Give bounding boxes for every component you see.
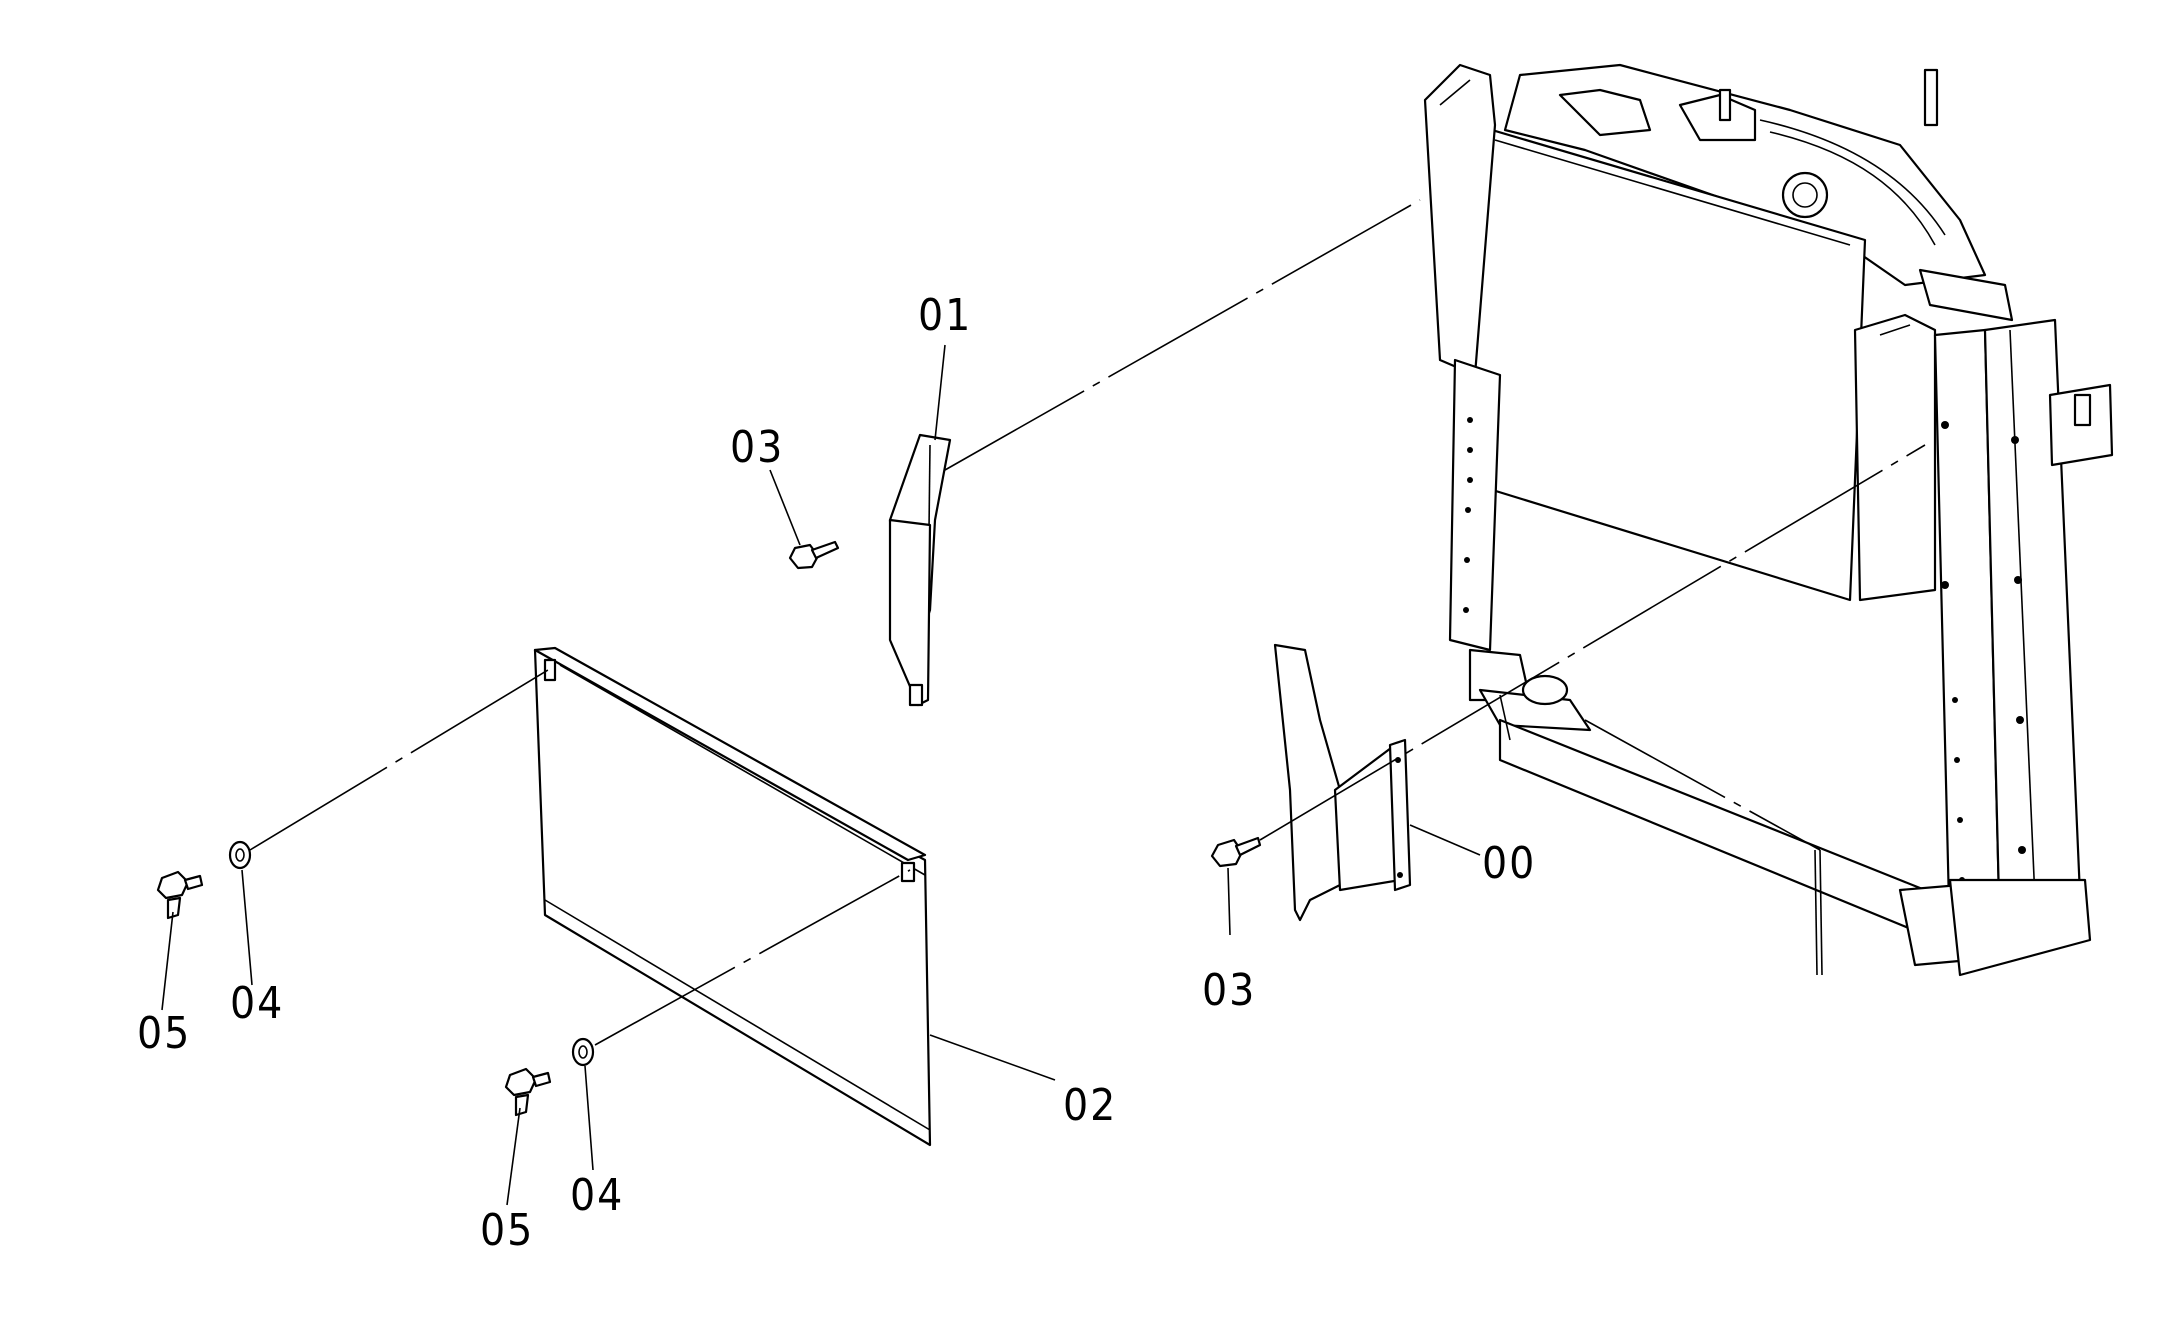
- callout-05-left: 05: [137, 1008, 191, 1059]
- bolt-03-lower: [1210, 836, 1262, 868]
- bracket-part-00: [1273, 643, 1412, 922]
- callout-00: 00: [1482, 838, 1536, 889]
- wing-nut-05-bottom: [504, 1067, 552, 1117]
- callout-04-left: 04: [230, 978, 284, 1029]
- callout-03-upper: 03: [730, 422, 784, 473]
- callout-02: 02: [1063, 1080, 1117, 1131]
- callout-04-bottom: 04: [570, 1170, 624, 1221]
- washer-04-bottom: [571, 1037, 595, 1067]
- assembly-phantom-lines: [249, 199, 1926, 1046]
- leader-lines: [161, 344, 1481, 1206]
- callout-01: 01: [918, 290, 972, 341]
- screen-panel-part-02: [533, 646, 932, 1147]
- radiator-assembly: [1423, 63, 2114, 977]
- callout-03-lower: 03: [1202, 965, 1256, 1016]
- washer-04-left: [228, 840, 252, 870]
- bolt-03-upper: [788, 540, 840, 570]
- bracket-part-01: [888, 433, 952, 707]
- callout-05-bottom: 05: [480, 1205, 534, 1256]
- callout-labels: 01 03 00 03 02 04 05 04 05: [137, 290, 1536, 1256]
- wing-nut-05-left: [156, 870, 204, 920]
